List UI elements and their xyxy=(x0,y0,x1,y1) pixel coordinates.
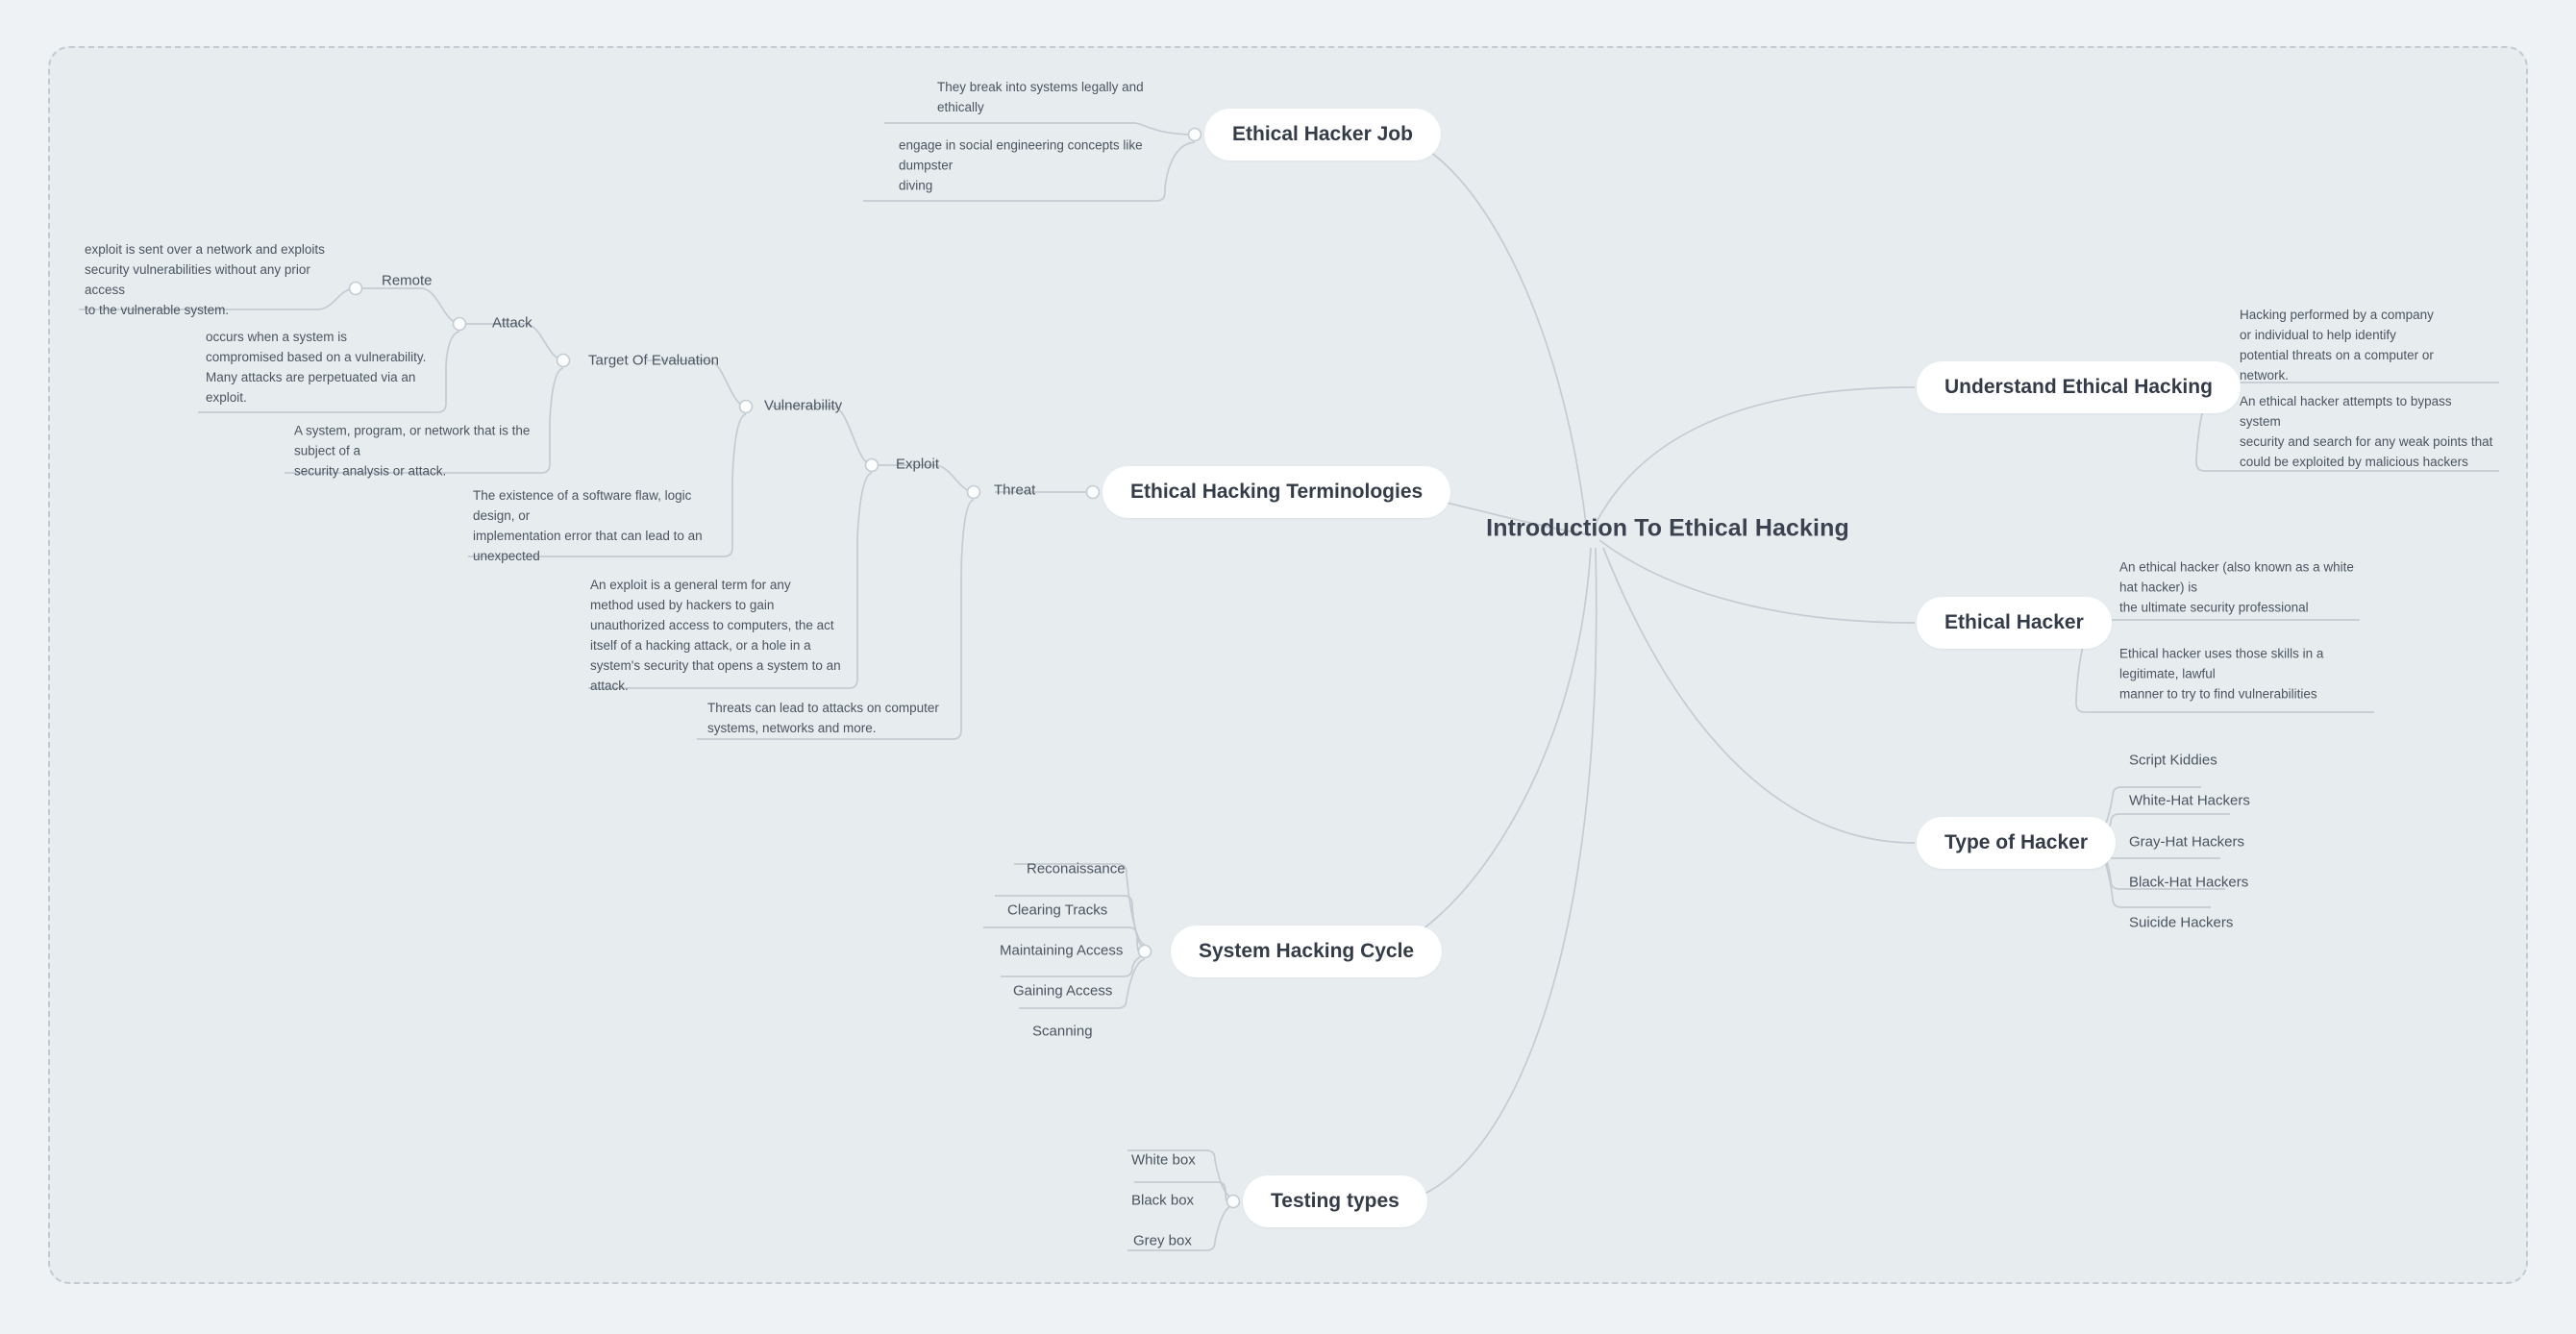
note-threat[interactable]: Threats can lead to attacks on computer … xyxy=(707,701,939,735)
subnode-toh-2[interactable]: Gray-Hat Hackers xyxy=(2129,833,2245,851)
note-eh-1[interactable]: Ethical hacker uses those skills in a le… xyxy=(2119,646,2324,702)
note-remote[interactable]: exploit is sent over a network and explo… xyxy=(85,242,325,317)
subnode-toh-0[interactable]: Script Kiddies xyxy=(2129,752,2217,769)
subnode-toh-3[interactable]: Black-Hat Hackers xyxy=(2129,874,2249,891)
root-node[interactable]: Introduction To Ethical Hacking xyxy=(1486,514,1849,542)
subnode-exploit[interactable]: Exploit xyxy=(896,456,940,473)
note-eh-0[interactable]: An ethical hacker (also known as a white… xyxy=(2119,559,2354,615)
subnode-tt-1[interactable]: Black box xyxy=(1131,1192,1195,1209)
subnode-shc-4[interactable]: Scanning xyxy=(1032,1023,1093,1040)
note-exploit[interactable]: An exploit is a general term for any met… xyxy=(590,578,841,693)
subnode-shc-0[interactable]: Reconaissance xyxy=(1027,860,1126,877)
branch-ethical-hacker-job[interactable]: Ethical Hacker Job xyxy=(1204,109,1441,161)
branch-ethical-hacking-terminologies[interactable]: Ethical Hacking Terminologies xyxy=(1102,466,1451,518)
note-ueh-0[interactable]: Hacking performed by a company or indivi… xyxy=(2240,308,2434,383)
branch-system-hacking-cycle[interactable]: System Hacking Cycle xyxy=(1171,926,1443,977)
note-job-1[interactable]: engage in social engineering concepts li… xyxy=(899,137,1143,193)
branch-type-of-hacker[interactable]: Type of Hacker xyxy=(1917,817,2116,869)
branch-understand-ethical-hacking[interactable]: Understand Ethical Hacking xyxy=(1917,361,2241,413)
note-job-0[interactable]: They break into systems legally and ethi… xyxy=(937,80,1144,114)
subnode-shc-3[interactable]: Gaining Access xyxy=(1013,982,1113,1000)
subnode-shc-1[interactable]: Clearing Tracks xyxy=(1007,902,1108,919)
subnode-remote[interactable]: Remote xyxy=(382,272,433,289)
subnode-tt-0[interactable]: White box xyxy=(1131,1151,1196,1169)
subnode-toh-1[interactable]: White-Hat Hackers xyxy=(2129,792,2250,809)
subnode-shc-2[interactable]: Maintaining Access xyxy=(1000,942,1124,959)
subnode-target-of-evaluation[interactable]: Target Of Evaluation xyxy=(588,352,719,369)
note-vulnerability[interactable]: The existence of a software flaw, logic … xyxy=(473,488,703,563)
note-ueh-1[interactable]: An ethical hacker attempts to bypass sys… xyxy=(2240,394,2493,469)
subnode-tt-2[interactable]: Grey box xyxy=(1133,1232,1192,1249)
subnode-attack[interactable]: Attack xyxy=(492,314,533,332)
note-attack[interactable]: occurs when a system is compromised base… xyxy=(206,330,427,405)
branch-testing-types[interactable]: Testing types xyxy=(1243,1175,1427,1227)
subnode-toh-4[interactable]: Suicide Hackers xyxy=(2129,914,2234,931)
branch-ethical-hacker[interactable]: Ethical Hacker xyxy=(1917,597,2112,649)
subnode-threat[interactable]: Threat xyxy=(994,482,1036,499)
note-target-of-evaluation[interactable]: A system, program, or network that is th… xyxy=(294,423,531,479)
subnode-vulnerability[interactable]: Vulnerability xyxy=(764,397,843,414)
